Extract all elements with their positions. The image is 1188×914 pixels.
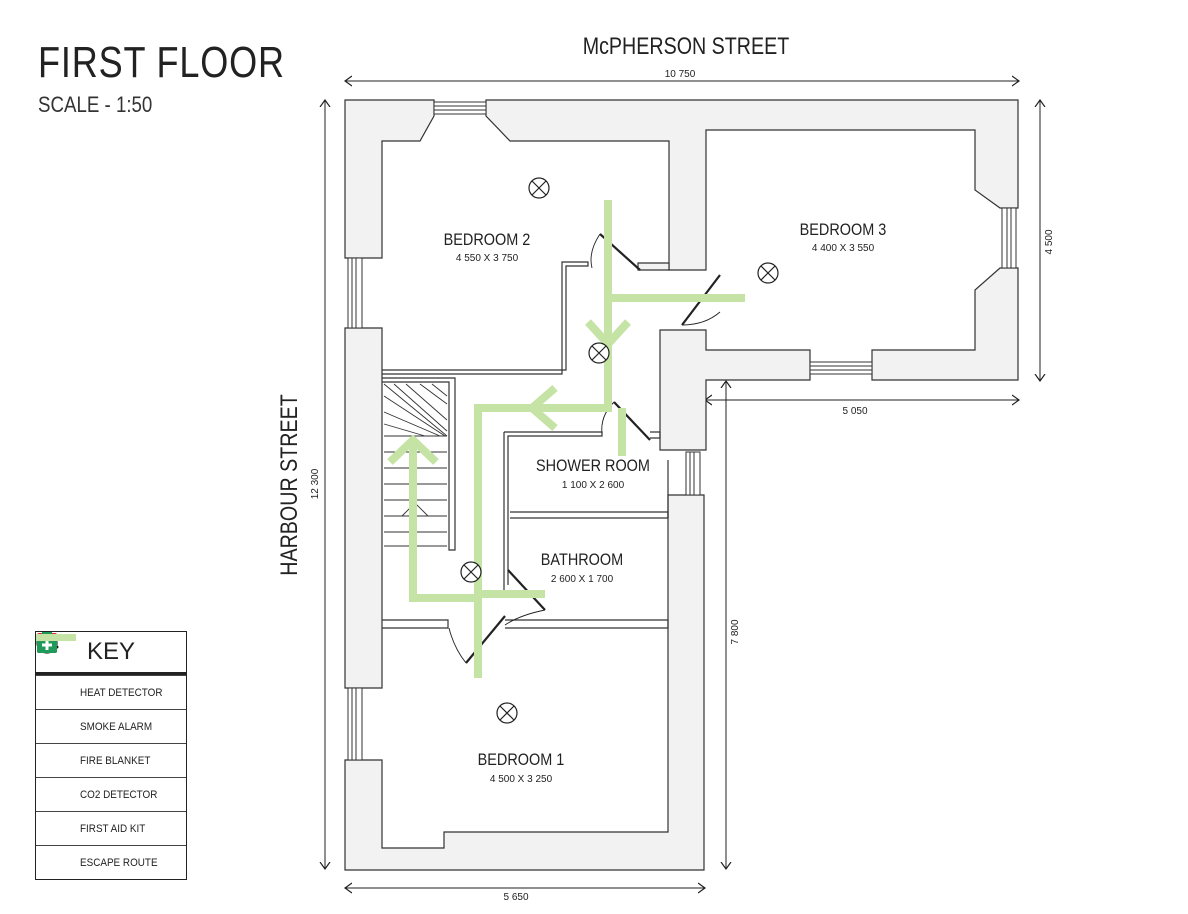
smoke-alarm-icon (460, 561, 482, 583)
dim-bottom: 5 650 (503, 892, 528, 903)
legend-label: ESCAPE ROUTE (80, 856, 158, 869)
walls (344, 99, 1019, 871)
legend-item: FIRE BLANKET (36, 633, 186, 777)
legend-item: CO2 CO2 DETECTOR (36, 637, 186, 811)
dim-middle: 5 050 (842, 406, 867, 417)
room-bedroom1-size: 4 500 X 3 250 (490, 774, 553, 785)
room-shower-size: 1 100 X 2 600 (562, 480, 625, 491)
legend-label: HEAT DETECTOR (80, 686, 163, 699)
dim-right-lower: 7 800 (730, 619, 741, 644)
legend-key: KEY HEAT DETECTOR SMOKE ALARM FIRE BLANK… (35, 631, 187, 880)
legend-item: SMOKE ALARM (36, 632, 186, 743)
dimension-lines (325, 81, 1040, 888)
smoke-alarm-icon (757, 262, 779, 284)
room-bedroom1-name: BEDROOM 1 (478, 751, 565, 769)
street-top-label: McPHERSON STREET (583, 32, 790, 59)
scale-label: SCALE - 1:50 (38, 92, 153, 117)
legend-label: SMOKE ALARM (80, 720, 153, 733)
page-title: FIRST FLOOR (38, 38, 285, 87)
legend-label: FIRE BLANKET (80, 754, 151, 767)
smoke-alarms (460, 177, 779, 724)
dim-right: 4 500 (1044, 229, 1055, 254)
street-left-label: HARBOUR STREET (275, 394, 302, 575)
legend-item: ESCAPE ROUTE (36, 634, 186, 879)
room-bedroom2-name: BEDROOM 2 (444, 231, 531, 249)
dim-top: 10 750 (665, 69, 696, 80)
legend-item: HEAT DETECTOR (36, 633, 186, 709)
smoke-alarm-icon (588, 342, 610, 364)
room-bathroom-name: BATHROOM (541, 551, 623, 569)
room-bathroom-size: 2 600 X 1 700 (551, 574, 614, 585)
legend-label: CO2 DETECTOR (80, 788, 158, 801)
escape-route (387, 200, 745, 678)
room-bedroom3-name: BEDROOM 3 (800, 221, 887, 239)
legend-item: FIRST AID KIT (36, 632, 186, 845)
interior-partitions (382, 261, 669, 629)
windows (347, 101, 1017, 761)
dim-left: 12 300 (310, 468, 321, 499)
smoke-alarm-icon (496, 702, 518, 724)
smoke-alarm-icon (528, 177, 550, 199)
room-labels: BEDROOM 2 4 550 X 3 750 BEDROOM 3 4 400 … (444, 221, 887, 785)
legend-label: FIRST AID KIT (80, 822, 146, 835)
legend-title: KEY (36, 632, 186, 675)
room-bedroom3-size: 4 400 X 3 550 (812, 243, 875, 254)
room-shower-name: SHOWER ROOM (536, 457, 650, 475)
room-bedroom2-size: 4 550 X 3 750 (456, 253, 519, 264)
